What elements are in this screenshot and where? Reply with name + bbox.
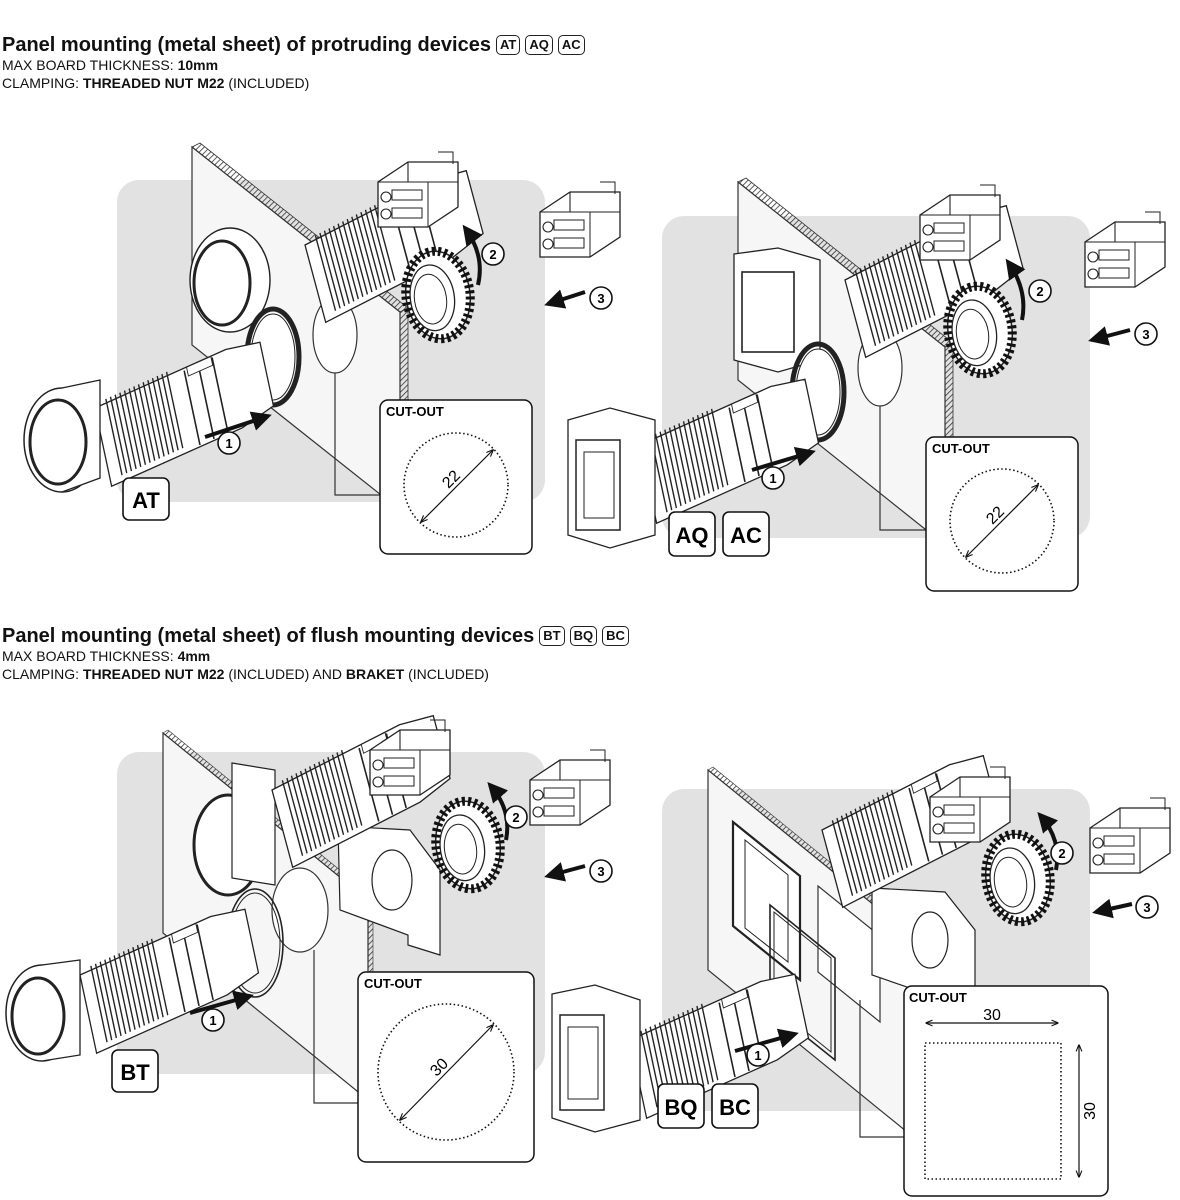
- device-label-box: [668, 511, 716, 557]
- dimension-label: 30: [983, 1007, 1001, 1024]
- step-1-label: 1: [225, 436, 232, 451]
- clamping-spec: CLAMPING: THREADED NUT M22 (INCLUDED) AN…: [2, 666, 489, 682]
- device-label-aq: AQ: [676, 523, 709, 548]
- step-3-label: 3: [597, 291, 604, 306]
- cutout-label: CUT-OUT: [932, 441, 990, 456]
- cutout-circle: [403, 432, 509, 538]
- device-label-bt: BT: [120, 1060, 150, 1085]
- diagram-bq-bc: 1 2 3 BQ BC CUT-OUT 30 30: [551, 754, 1171, 1197]
- device-label-bc: BC: [719, 1095, 751, 1120]
- step-2-label: 2: [512, 810, 519, 825]
- section-protruding-header: Panel mounting (metal sheet) of protrudi…: [2, 34, 585, 92]
- badge-aq: AQ: [525, 35, 553, 55]
- device-label-at: AT: [132, 488, 160, 513]
- step-3-label: 3: [597, 864, 604, 879]
- section-flush-header: Panel mounting (metal sheet) of flush mo…: [2, 625, 629, 683]
- cutout-label: CUT-OUT: [909, 990, 967, 1005]
- badge-bc: BC: [602, 626, 629, 646]
- cutout-label: CUT-OUT: [386, 404, 444, 419]
- thickness-spec: MAX BOARD THICKNESS: 4mm: [2, 648, 211, 664]
- diagram-aq-ac: 1 2 3 AQ AC CUT-OUT 22: [567, 177, 1166, 592]
- device-label-box: [122, 477, 170, 521]
- device-label-box: [722, 511, 770, 557]
- section-title: Panel mounting (metal sheet) of protrudi…: [2, 34, 585, 56]
- step-2-label: 2: [1058, 846, 1065, 861]
- bracket: [231, 762, 276, 886]
- device-label-box: [657, 1083, 705, 1129]
- step-2-label: 2: [1036, 284, 1043, 299]
- panel-hole: [271, 867, 329, 953]
- step-3-label: 3: [1143, 900, 1150, 915]
- badge-bq: BQ: [569, 626, 598, 646]
- clamping-spec: CLAMPING: THREADED NUT M22 (INCLUDED): [2, 75, 310, 91]
- cutout-circle: [377, 1003, 515, 1141]
- device-label-ac: AC: [730, 523, 762, 548]
- thickness-spec: MAX BOARD THICKNESS: 10mm: [2, 57, 219, 73]
- section-title: Panel mounting (metal sheet) of flush mo…: [2, 625, 629, 647]
- step-1-label: 1: [754, 1048, 761, 1063]
- step-1-label: 1: [209, 1013, 216, 1028]
- badge-bt: BT: [539, 626, 565, 646]
- cutout-box: [903, 985, 1109, 1197]
- section-title-text: Panel mounting (metal sheet) of protrudi…: [2, 34, 491, 56]
- step-1-label: 1: [769, 471, 776, 486]
- badge-at: AT: [495, 35, 521, 55]
- cutout-circle: [949, 468, 1055, 574]
- device-label-box: [711, 1083, 759, 1129]
- diagram-at: 1 2 3 AT CUT-OUT 22: [23, 142, 621, 555]
- device-label-box: [111, 1049, 159, 1093]
- section-title-text: Panel mounting (metal sheet) of flush mo…: [2, 625, 535, 647]
- cutout-label: CUT-OUT: [364, 976, 422, 991]
- diagram-bt: 1 2 3 BT CUT-OUT 30: [5, 714, 613, 1163]
- dimension-label: 30: [1082, 1102, 1099, 1120]
- step-3-label: 3: [1142, 327, 1149, 342]
- device-label-bq: BQ: [665, 1095, 698, 1120]
- cutout-square: [924, 1042, 1062, 1180]
- step-2-label: 2: [489, 247, 496, 262]
- badge-ac: AC: [557, 35, 585, 55]
